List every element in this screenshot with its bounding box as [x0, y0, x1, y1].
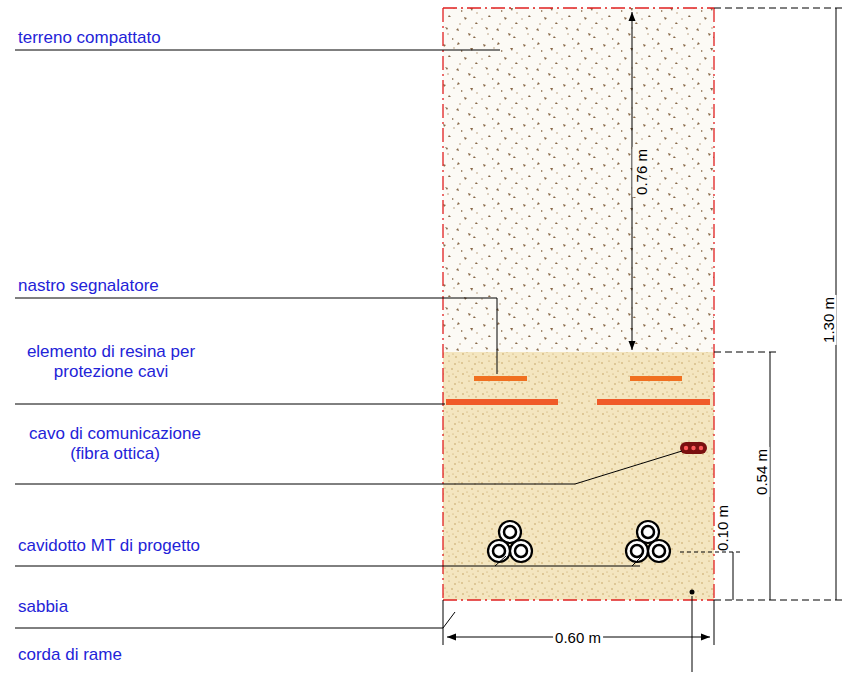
tape-label: nastro segnalatore — [18, 276, 159, 296]
warning-tape — [474, 376, 682, 381]
conduit-label: cavidotto MT di progetto — [18, 536, 200, 556]
conduit — [488, 540, 510, 562]
conduit — [648, 540, 670, 562]
compacted-soil — [443, 8, 714, 352]
trench-walls — [443, 8, 714, 600]
copper-wire — [690, 590, 695, 595]
conduit — [642, 526, 654, 538]
dimension-label: 1.30 m — [820, 295, 837, 345]
copper-label: corda di rame — [18, 645, 122, 665]
conduit — [510, 540, 532, 562]
soil-label: terreno compattato — [18, 28, 161, 48]
conduit — [504, 526, 516, 538]
conduit — [626, 540, 648, 562]
sand-bed — [443, 352, 714, 600]
mv-conduits — [488, 521, 670, 562]
resin-protection — [446, 399, 710, 405]
cable-label: cavo di comunicazione (fibra ottica) — [8, 424, 222, 464]
conduit — [515, 545, 527, 557]
dimension-label: 0.54 m — [753, 447, 770, 497]
conduit — [493, 545, 505, 557]
sand-label: sabbia — [18, 597, 68, 617]
resin-label: elemento di resina per protezione cavi — [2, 342, 220, 382]
conduit — [653, 545, 665, 557]
fibre-cable — [680, 442, 707, 454]
dimension-label: 0.76 m — [633, 147, 650, 197]
conduit — [631, 545, 643, 557]
dimension-label: 0.10 m — [714, 503, 731, 553]
dimension-lines — [443, 8, 842, 645]
dimension-label: 0.60 m — [553, 629, 603, 646]
